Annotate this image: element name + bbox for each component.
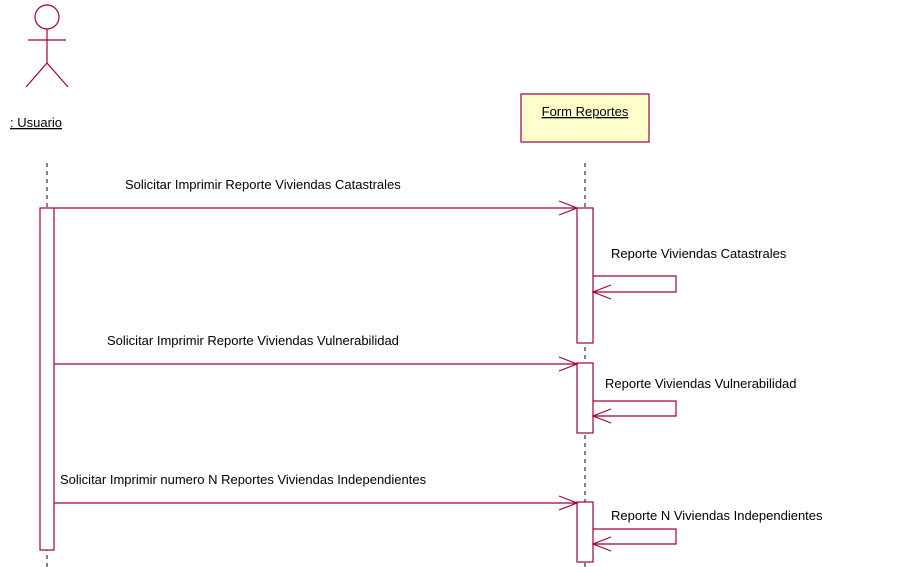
self-message-2[interactable]	[591, 400, 677, 424]
actor-activation-bar	[39, 207, 55, 551]
usuario-actor-icon[interactable]	[25, 4, 69, 88]
form-reportes-object[interactable]: Form Reportes	[520, 93, 650, 143]
self-message-1[interactable]	[591, 275, 677, 300]
message-call-2[interactable]	[54, 356, 579, 372]
object-activation-bar-1	[576, 207, 594, 344]
self-message-3[interactable]	[591, 528, 677, 552]
self-message-label-2: Reporte Viviendas Vulnerabilidad	[605, 376, 797, 391]
object-label: Form Reportes	[542, 104, 629, 119]
message-label-3: Solicitar Imprimir numero N Reportes Viv…	[60, 472, 427, 487]
message-call-3[interactable]	[54, 495, 579, 511]
object-activation-bar-2	[576, 362, 594, 434]
message-call-1[interactable]	[54, 200, 579, 216]
message-label-1: Solicitar Imprimir Reporte Viviendas Cat…	[125, 177, 401, 192]
actor-label: : Usuario	[10, 115, 62, 130]
message-label-2: Solicitar Imprimir Reporte Viviendas Vul…	[107, 333, 399, 348]
self-message-label-1: Reporte Viviendas Catastrales	[611, 246, 787, 261]
self-message-label-3: Reporte N Viviendas Independientes	[611, 508, 823, 523]
object-activation-bar-3	[576, 501, 594, 563]
